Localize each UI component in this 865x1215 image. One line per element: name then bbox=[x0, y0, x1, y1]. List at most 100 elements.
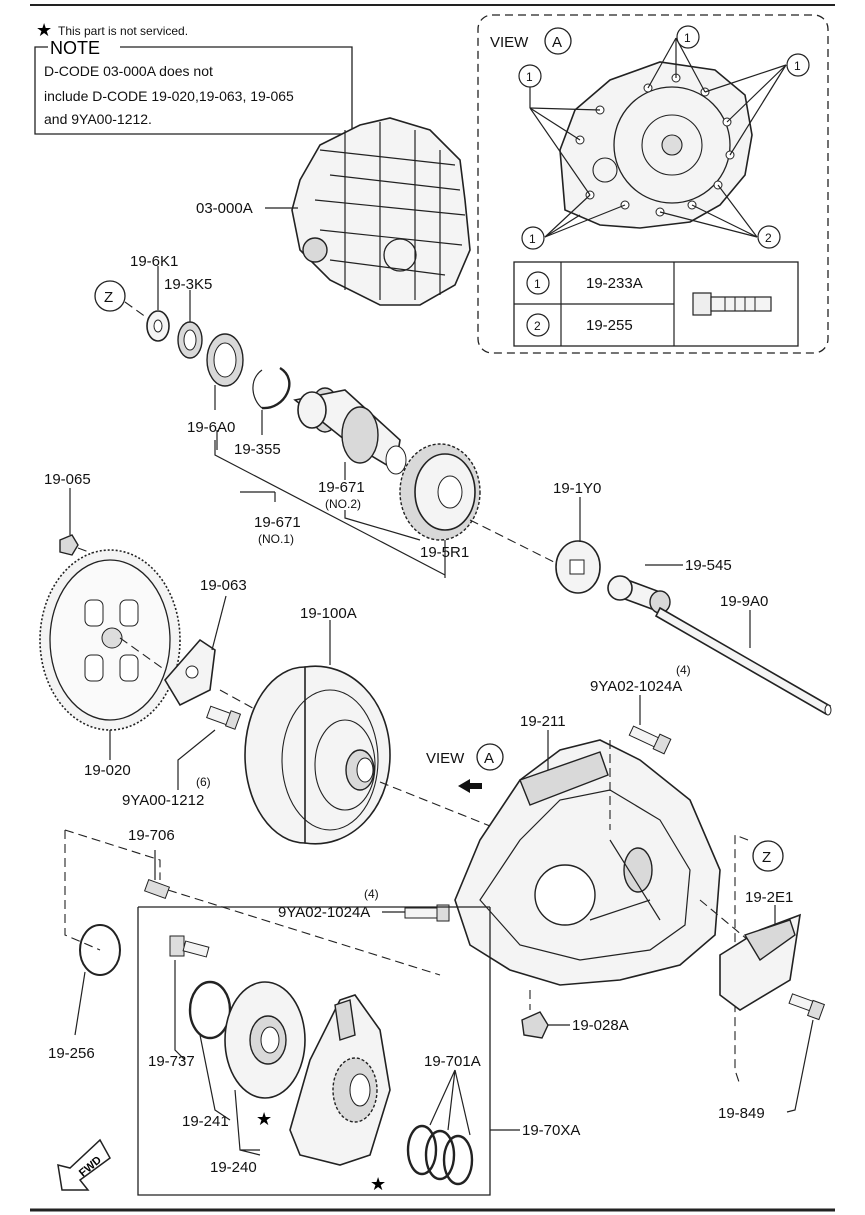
view-a-bore-inner bbox=[661, 134, 683, 156]
plate-19-063 bbox=[164, 638, 216, 707]
bolt-9YA00-1212 bbox=[206, 705, 242, 730]
stator-support-19-70XA bbox=[289, 994, 391, 1166]
svg-text:Z: Z bbox=[762, 849, 771, 866]
bolt-9YA02-mid bbox=[404, 904, 450, 922]
note-frame bbox=[34, 46, 353, 135]
svg-text:1: 1 bbox=[684, 31, 691, 45]
label-19-671-no2: 19-671 bbox=[318, 479, 365, 496]
plug-19-028A bbox=[521, 1011, 549, 1039]
label-19-5R1: 19-5R1 bbox=[420, 544, 469, 561]
bolt-19-737 bbox=[169, 935, 210, 958]
view-a-housing bbox=[559, 61, 753, 229]
label-19-706: 19-706 bbox=[128, 827, 175, 844]
bearing-19-3K5 bbox=[177, 321, 203, 359]
view-a-pointer: VIEW A bbox=[426, 743, 504, 793]
label-19-6A0: 19-6A0 bbox=[187, 419, 235, 436]
bolt-19-706 bbox=[143, 878, 171, 900]
view-a-callout-1b: 1 bbox=[786, 53, 810, 77]
label-19-1Y0: 19-1Y0 bbox=[553, 480, 601, 497]
bolt-table-code-1: 19-233A bbox=[586, 275, 643, 292]
label-19-671-no2-sub: (NO.2) bbox=[325, 497, 361, 511]
bolt-table-num-2: 2 bbox=[534, 319, 541, 333]
svg-text:1: 1 bbox=[529, 232, 536, 246]
z-callout-bottom: Z bbox=[752, 840, 784, 872]
snap-ring-19-355 bbox=[252, 366, 291, 410]
label-19-3K5: 19-3K5 bbox=[164, 276, 212, 293]
note-line-1: D-CODE 03-000A does not bbox=[44, 63, 213, 79]
transaxle-assembly bbox=[291, 117, 471, 306]
view-a-inset: VIEW A 1 1 bbox=[477, 14, 829, 354]
arrow-icon bbox=[458, 779, 482, 793]
star-icon: ★ bbox=[36, 20, 52, 41]
seal-rings-19-701A bbox=[406, 1124, 474, 1186]
bolt-table-num-1: 1 bbox=[534, 277, 541, 291]
svg-text:A: A bbox=[484, 750, 494, 767]
label-19-6K1: 19-6K1 bbox=[130, 253, 178, 270]
o-ring-19-256 bbox=[79, 924, 121, 976]
gear-19-5R1 bbox=[399, 443, 481, 541]
label-19-2E1: 19-2E1 bbox=[745, 889, 793, 906]
note-line-2: include D-CODE 19-020,19-063, 19-065 bbox=[44, 88, 294, 104]
star-icon: ★ bbox=[370, 1174, 386, 1195]
label-9YA02-1024A-top: 9YA02-1024A bbox=[590, 678, 682, 695]
view-a-letter: A bbox=[552, 34, 562, 51]
label-9YA02-mid-quantity: (4) bbox=[364, 887, 379, 901]
label-19-849: 19-849 bbox=[718, 1105, 765, 1122]
label-9YA00-1212: 9YA00-1212 bbox=[122, 792, 204, 809]
note-line-3: and 9YA00-1212. bbox=[44, 111, 152, 127]
plate-19-240 bbox=[224, 981, 306, 1099]
label-19-100A: 19-100A bbox=[300, 605, 357, 622]
view-a-callout-1c: 1 bbox=[518, 64, 542, 88]
note-block: ★ This part is not serviced. NOTE D-CODE… bbox=[34, 20, 353, 135]
snap-ring-19-241 bbox=[188, 980, 232, 1040]
label-03-000A: 03-000A bbox=[196, 200, 253, 217]
bolt-table: 1 2 19-233A 19-255 bbox=[513, 261, 799, 347]
view-a-title: VIEW bbox=[490, 34, 529, 51]
view-a-callout-1d: 1 bbox=[521, 226, 545, 250]
star-icon: ★ bbox=[256, 1109, 272, 1130]
label-19-211: 19-211 bbox=[520, 713, 566, 730]
svg-text:Z: Z bbox=[104, 289, 113, 306]
z-callout-top: Z bbox=[94, 280, 126, 312]
label-19-671-no1: 19-671 bbox=[254, 514, 301, 531]
svg-text:1: 1 bbox=[794, 59, 801, 73]
svg-text:VIEW: VIEW bbox=[426, 750, 465, 767]
label-19-028A: 19-028A bbox=[572, 1017, 629, 1034]
label-19-671-no1-sub: (NO.1) bbox=[258, 532, 294, 546]
label-19-355: 19-355 bbox=[234, 441, 281, 458]
label-9YA00-quantity: (6) bbox=[196, 775, 211, 789]
housing-19-211 bbox=[454, 739, 721, 986]
group-frame-19-70XA bbox=[137, 906, 491, 1196]
view-a-letter-circle bbox=[544, 27, 572, 55]
fwd-arrow-icon: FWD bbox=[57, 1138, 111, 1191]
label-19-545: 19-545 bbox=[685, 557, 732, 574]
svg-text:2: 2 bbox=[765, 231, 772, 245]
label-19-020: 19-020 bbox=[84, 762, 131, 779]
label-19-70XA: 19-70XA bbox=[522, 1122, 580, 1139]
view-a-leader-lines bbox=[529, 37, 787, 238]
view-a-bore-outer bbox=[613, 86, 731, 204]
sleeve-19-545 bbox=[607, 575, 671, 614]
svg-text:1: 1 bbox=[526, 70, 533, 84]
label-19-256: 19-256 bbox=[48, 1045, 95, 1062]
label-9YA02-1024A-mid: 9YA02-1024A bbox=[278, 904, 370, 921]
view-a-side-hole bbox=[592, 157, 618, 183]
bearing-19-6A0 bbox=[206, 333, 244, 387]
bolt-9YA02-top bbox=[628, 725, 672, 755]
view-a-bore-mid bbox=[641, 114, 703, 176]
cap-19-1Y0 bbox=[555, 540, 601, 594]
gear-shaft-19-671 bbox=[293, 387, 407, 475]
view-a-frame bbox=[477, 14, 829, 354]
flange-bolt-icon bbox=[692, 292, 772, 316]
view-a-callout-1a: 1 bbox=[676, 25, 700, 49]
note-title: NOTE bbox=[50, 38, 100, 58]
bolt-19-849 bbox=[788, 993, 826, 1021]
flexplate-19-020 bbox=[39, 549, 181, 731]
label-19-241: 19-241 bbox=[182, 1113, 229, 1130]
label-19-063: 19-063 bbox=[200, 577, 247, 594]
star-legend-text: This part is not serviced. bbox=[58, 24, 188, 38]
shaft-19-9A0 bbox=[654, 606, 832, 716]
bolt-table-code-2: 19-255 bbox=[586, 317, 633, 334]
label-19-065: 19-065 bbox=[44, 471, 91, 488]
